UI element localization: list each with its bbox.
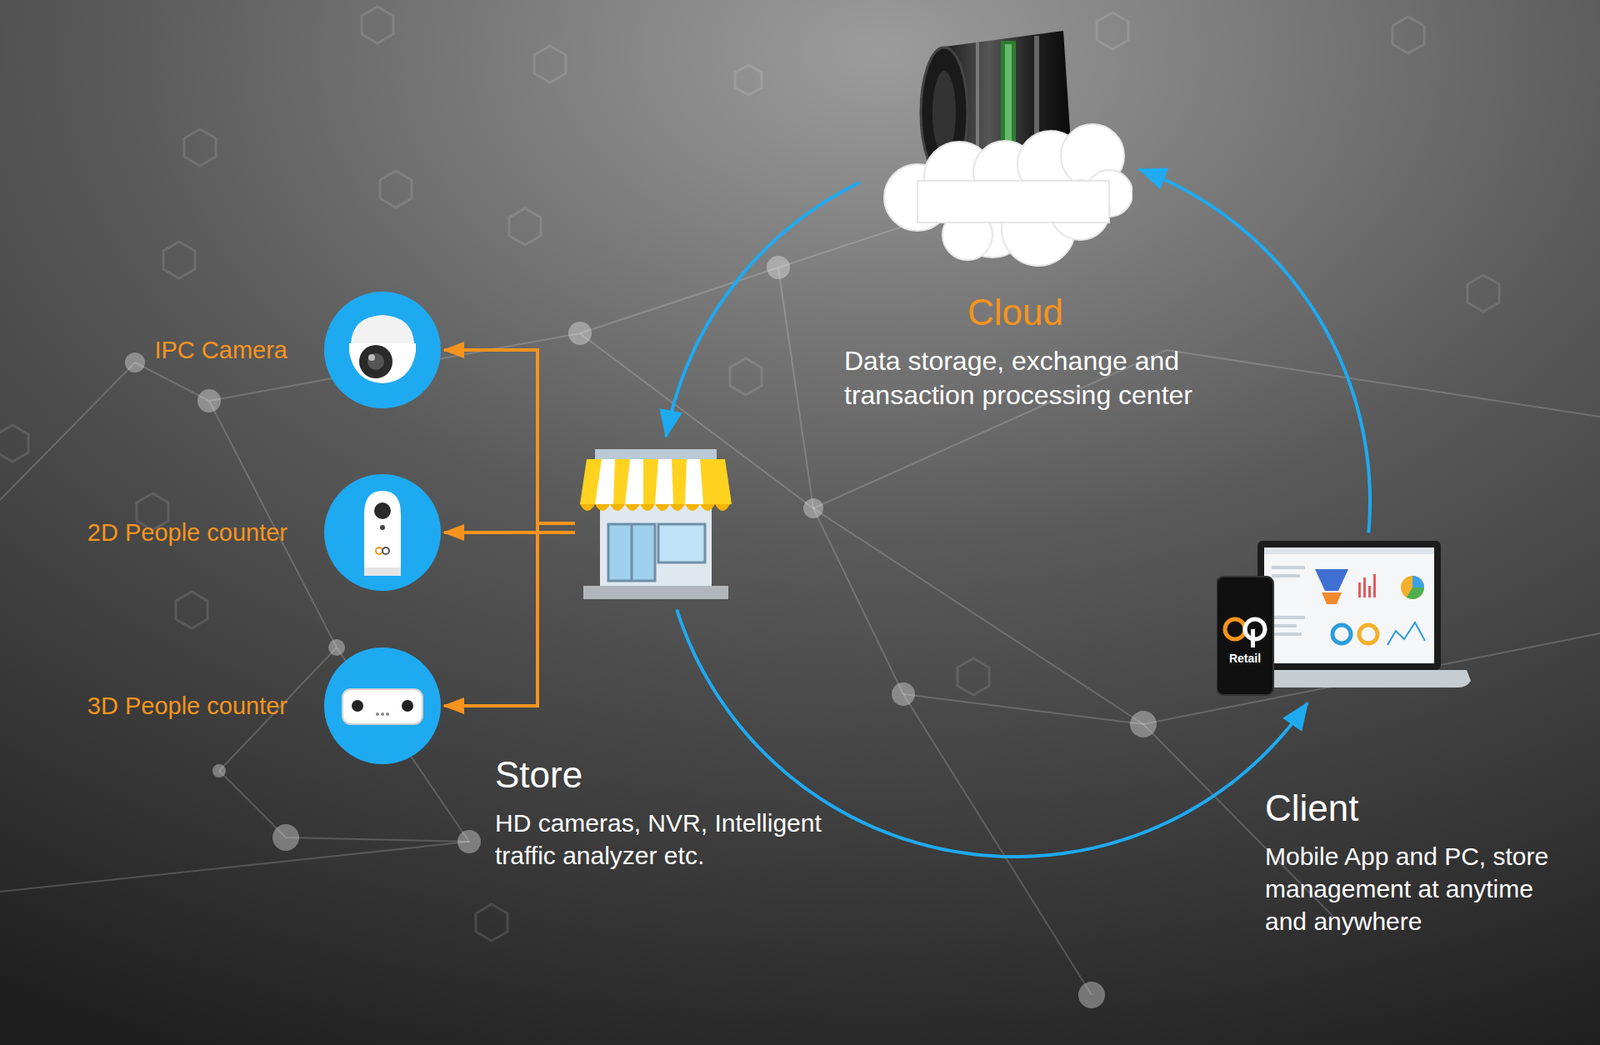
device-label: 2D People counter	[87, 519, 288, 547]
device-label: IPC Camera	[154, 336, 288, 365]
device-link-arrow	[444, 523, 575, 706]
device-node: 3D People counter	[87, 692, 288, 720]
device-node: 2D People counter	[87, 519, 288, 547]
stage-node: CloudData storage, exchange and transact…	[844, 291, 1295, 414]
stage-node: ClientMobile App and PC, store managemen…	[1265, 787, 1553, 938]
node-heading: Store	[495, 754, 887, 797]
node-heading: Cloud	[967, 291, 1295, 335]
cloud-server-icon	[867, 30, 1133, 270]
3d-counter-icon	[324, 647, 441, 765]
store-icon	[576, 444, 735, 603]
device-link-arrow	[444, 350, 575, 524]
node-heading: Client	[1265, 787, 1553, 830]
device-link-arrow	[444, 530, 575, 535]
laptop-phone-icon	[1216, 540, 1471, 696]
stage-node: Store HD cameras, NVR, Intelligent traffi…	[495, 754, 887, 872]
node-description: HD cameras, NVR, Intelligent traffic ana…	[495, 806, 887, 872]
node-description: Data storage, exchange and transaction p…	[844, 344, 1295, 414]
node-description: Mobile App and PC, store management at a…	[1265, 840, 1553, 938]
cycle-arrow	[665, 182, 860, 437]
2d-counter-icon	[324, 474, 441, 591]
device-label: 3D People counter	[87, 692, 288, 720]
device-node: IPC Camera	[154, 336, 288, 365]
logo-text: Retail	[1216, 651, 1274, 665]
ipc-camera-icon	[324, 291, 441, 409]
